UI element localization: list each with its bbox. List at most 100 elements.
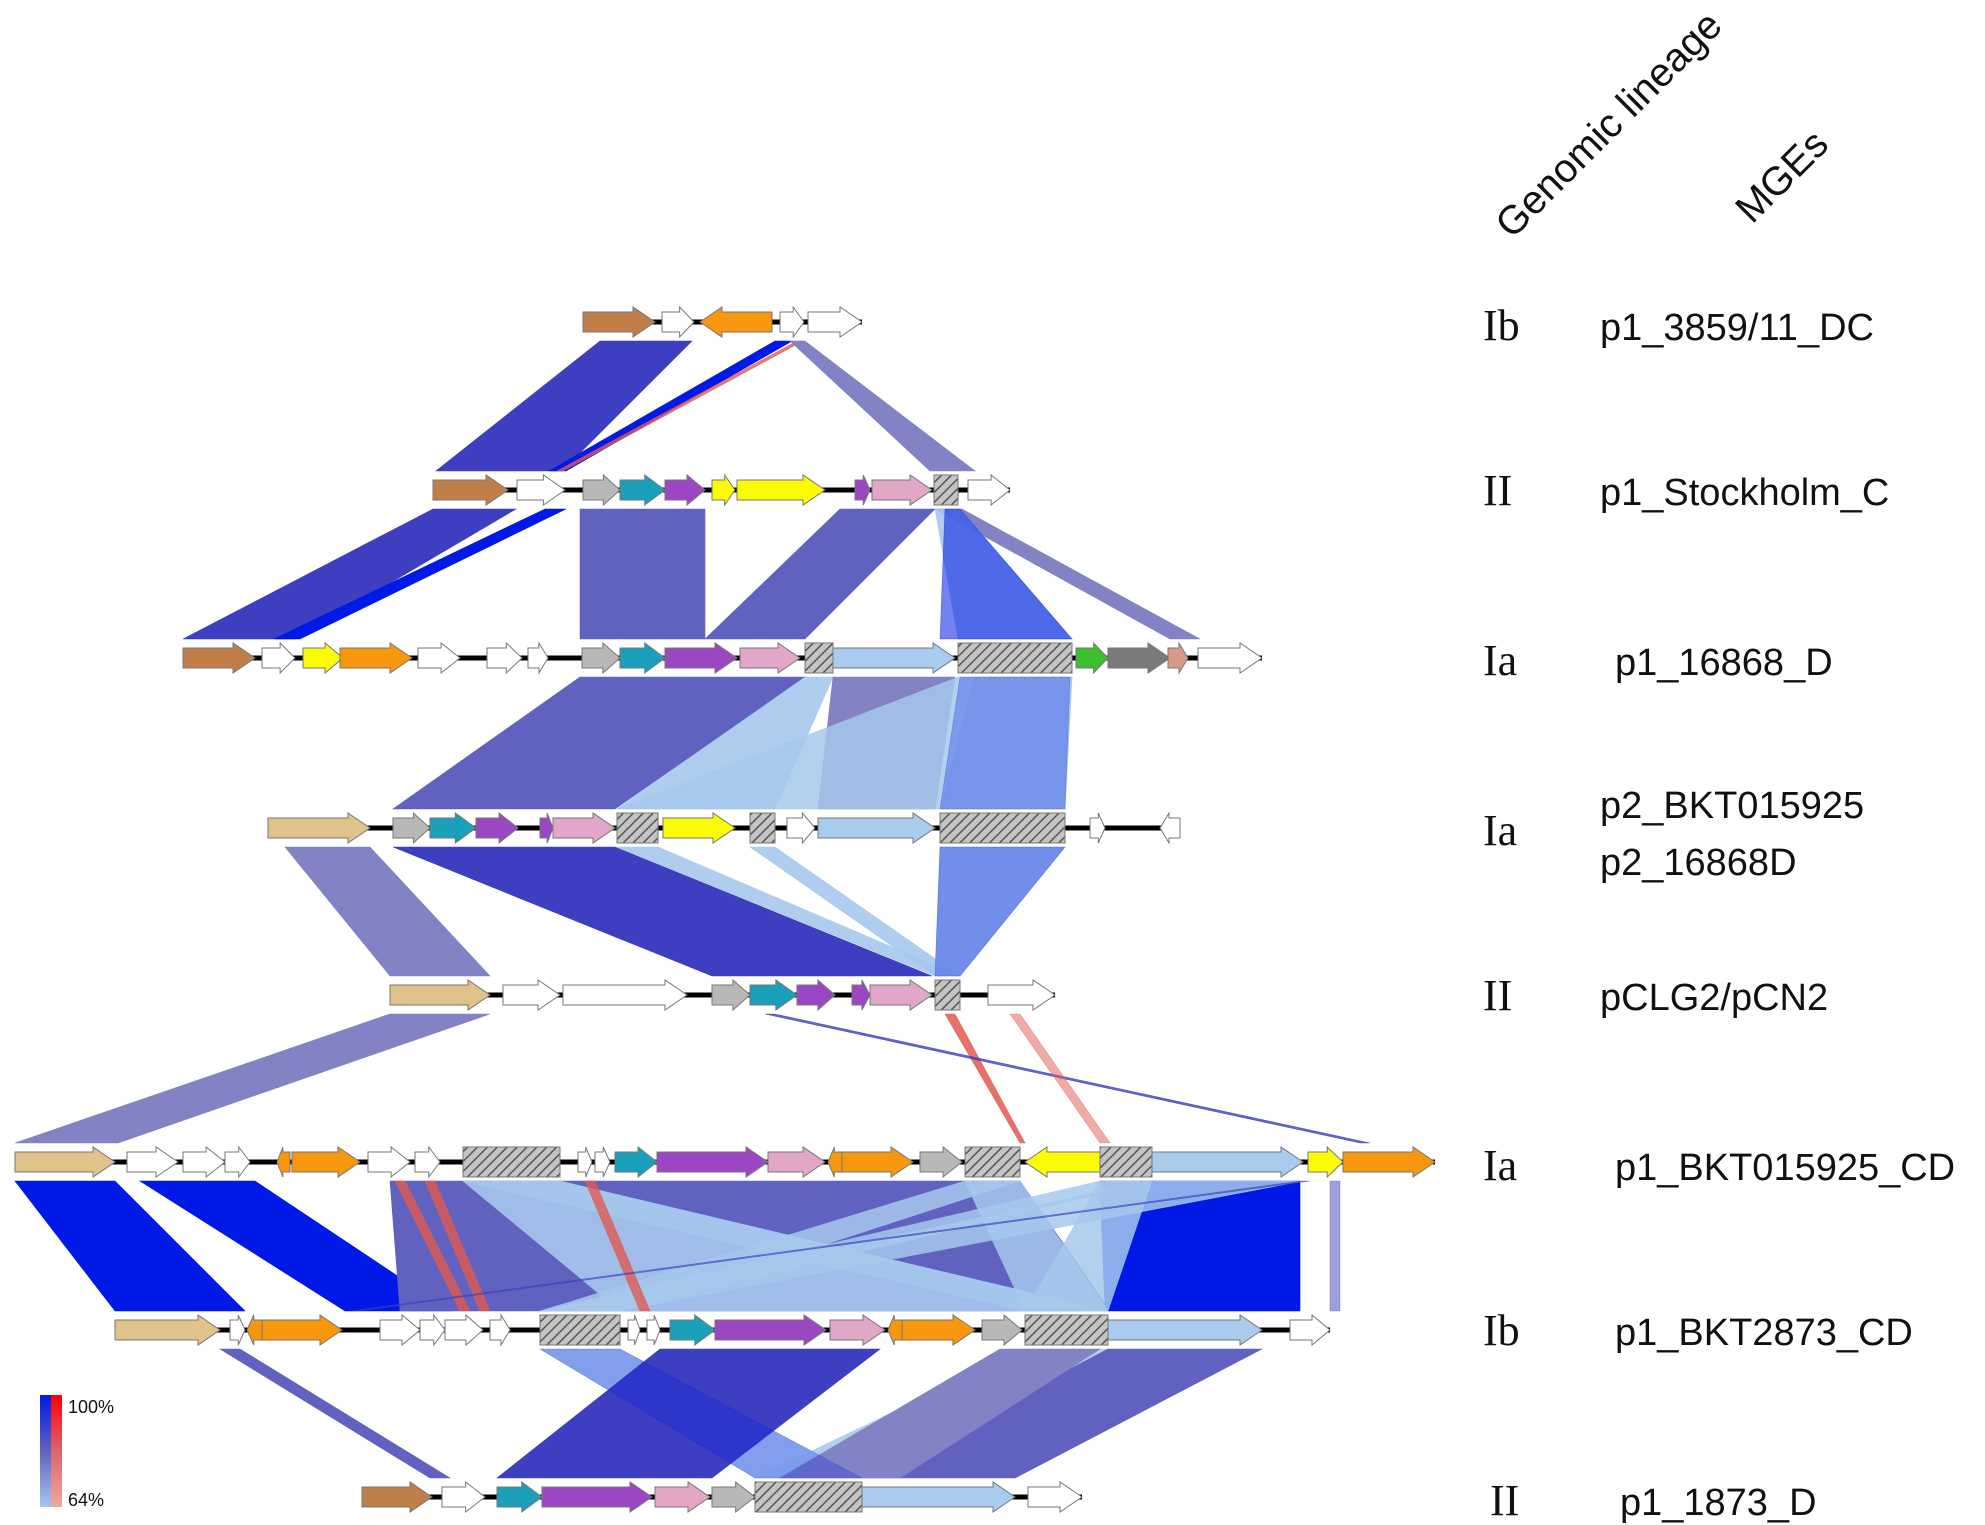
gene-arrow — [291, 1146, 361, 1178]
gene-arrow — [444, 1313, 484, 1347]
similarity-link — [764, 1013, 1371, 1144]
similarity-link — [939, 508, 1073, 640]
gene-arrow — [502, 979, 561, 1011]
gene-arrow — [432, 474, 509, 506]
gene-arrow — [614, 1145, 658, 1179]
gene-arrow — [229, 1314, 246, 1346]
gene-arrow — [619, 474, 666, 506]
lineage-label: Ib — [1483, 301, 1520, 350]
gene-arrow — [581, 641, 621, 675]
similarity-link — [584, 1180, 651, 1312]
gene-arrow — [619, 642, 666, 674]
gene-arrow — [661, 305, 695, 339]
insertion-element-block — [1099, 1146, 1153, 1178]
gene-arrow — [714, 1314, 827, 1346]
legend-red-scale — [51, 1395, 62, 1507]
gene-arrow — [854, 474, 871, 506]
mge-label: p1_BKT2873_CD — [1615, 1312, 1913, 1354]
gene-arrow — [246, 1314, 263, 1346]
gene-arrow — [711, 978, 751, 1012]
gene-arrow — [987, 979, 1056, 1011]
mge-label: p1_3859/11_DC — [1600, 307, 1874, 349]
mge-track — [14, 1145, 1436, 1179]
legend-max-label: 100% — [68, 1397, 114, 1417]
gene-arrow — [739, 642, 801, 674]
gene-arrow — [114, 1314, 221, 1346]
gene-arrow — [1342, 1146, 1436, 1178]
insertion-element-block — [462, 1146, 561, 1178]
gene-arrow — [489, 1313, 511, 1347]
gene-arrow — [552, 812, 616, 844]
gene-arrow — [654, 1481, 711, 1513]
gene-arrow — [361, 1481, 433, 1513]
gene-arrow — [711, 473, 736, 507]
gene-arrow — [662, 812, 736, 844]
gene-arrow — [832, 642, 956, 674]
mge-label: p1_1873_D — [1620, 1482, 1817, 1524]
insertion-element-block — [754, 1481, 863, 1513]
mge-tracks — [14, 305, 1436, 1514]
mge-label: p1_Stockholm_C — [1600, 472, 1889, 514]
gene-arrow — [475, 811, 519, 845]
gene-arrow — [276, 1146, 291, 1178]
similarity-link — [944, 1013, 1026, 1144]
gene-arrow — [582, 473, 621, 507]
gene-arrow — [796, 978, 836, 1012]
mge-track — [182, 641, 1263, 675]
similarity-link — [496, 1348, 881, 1479]
gene-arrow — [392, 811, 431, 845]
gene-arrow — [851, 979, 871, 1011]
gene-arrow — [1151, 1146, 1304, 1178]
lineage-label: Ia — [1483, 636, 1517, 685]
similarity-link — [547, 340, 794, 472]
gene-arrow — [1075, 641, 1109, 675]
insertion-element-block — [749, 812, 776, 844]
gene-arrow — [539, 812, 554, 844]
gene-arrow — [646, 1314, 661, 1346]
gene-arrow — [541, 1481, 653, 1513]
gene-arrow — [1197, 642, 1263, 674]
gene-arrow — [496, 1481, 543, 1513]
gene-arrow — [419, 1313, 446, 1347]
mge-track — [582, 305, 863, 339]
gene-arrow — [736, 474, 826, 506]
similarity-link — [14, 1180, 246, 1312]
gene-arrow — [699, 306, 773, 338]
identity-legend: 100% 64% — [40, 1395, 114, 1510]
gene-arrow — [664, 473, 706, 507]
gene-arrow — [627, 1314, 641, 1346]
mge-label: p1_16868_D — [1615, 642, 1833, 684]
gene-arrow — [827, 1146, 843, 1178]
similarity-link — [778, 1348, 1102, 1479]
similarity-link — [1329, 1180, 1341, 1312]
gene-arrow — [779, 305, 805, 339]
gene-arrow — [594, 1146, 611, 1178]
gene-arrow — [664, 642, 738, 674]
gene-arrow — [919, 1145, 963, 1179]
legend-blue-scale — [40, 1395, 51, 1507]
insertion-element-block — [616, 812, 659, 844]
similarity-link — [462, 1180, 1109, 1312]
gene-arrow — [527, 641, 549, 675]
mge-label: p2_16868D — [1600, 842, 1797, 884]
similarity-links — [14, 340, 1371, 1479]
similarity-link — [538, 1348, 863, 1479]
insertion-element-block — [804, 642, 834, 674]
gene-arrow — [807, 306, 863, 338]
gene-arrow — [1089, 812, 1106, 844]
gene-arrow — [182, 1145, 226, 1179]
gene-arrow — [261, 1314, 343, 1346]
insertion-element-block — [964, 1146, 1021, 1178]
similarity-link — [939, 676, 1071, 810]
gene-arrow — [1107, 1314, 1263, 1346]
insertion-element-block — [933, 474, 959, 506]
gene-arrow — [869, 979, 933, 1011]
insertion-element-block — [1024, 1314, 1109, 1346]
similarity-link — [218, 1348, 452, 1479]
similarity-link — [349, 1180, 1311, 1312]
mge-track — [389, 978, 1056, 1012]
gene-arrow — [767, 1146, 826, 1178]
gene-arrow — [871, 474, 933, 506]
mge-track — [361, 1480, 1083, 1514]
gene-arrow — [1027, 1481, 1083, 1513]
